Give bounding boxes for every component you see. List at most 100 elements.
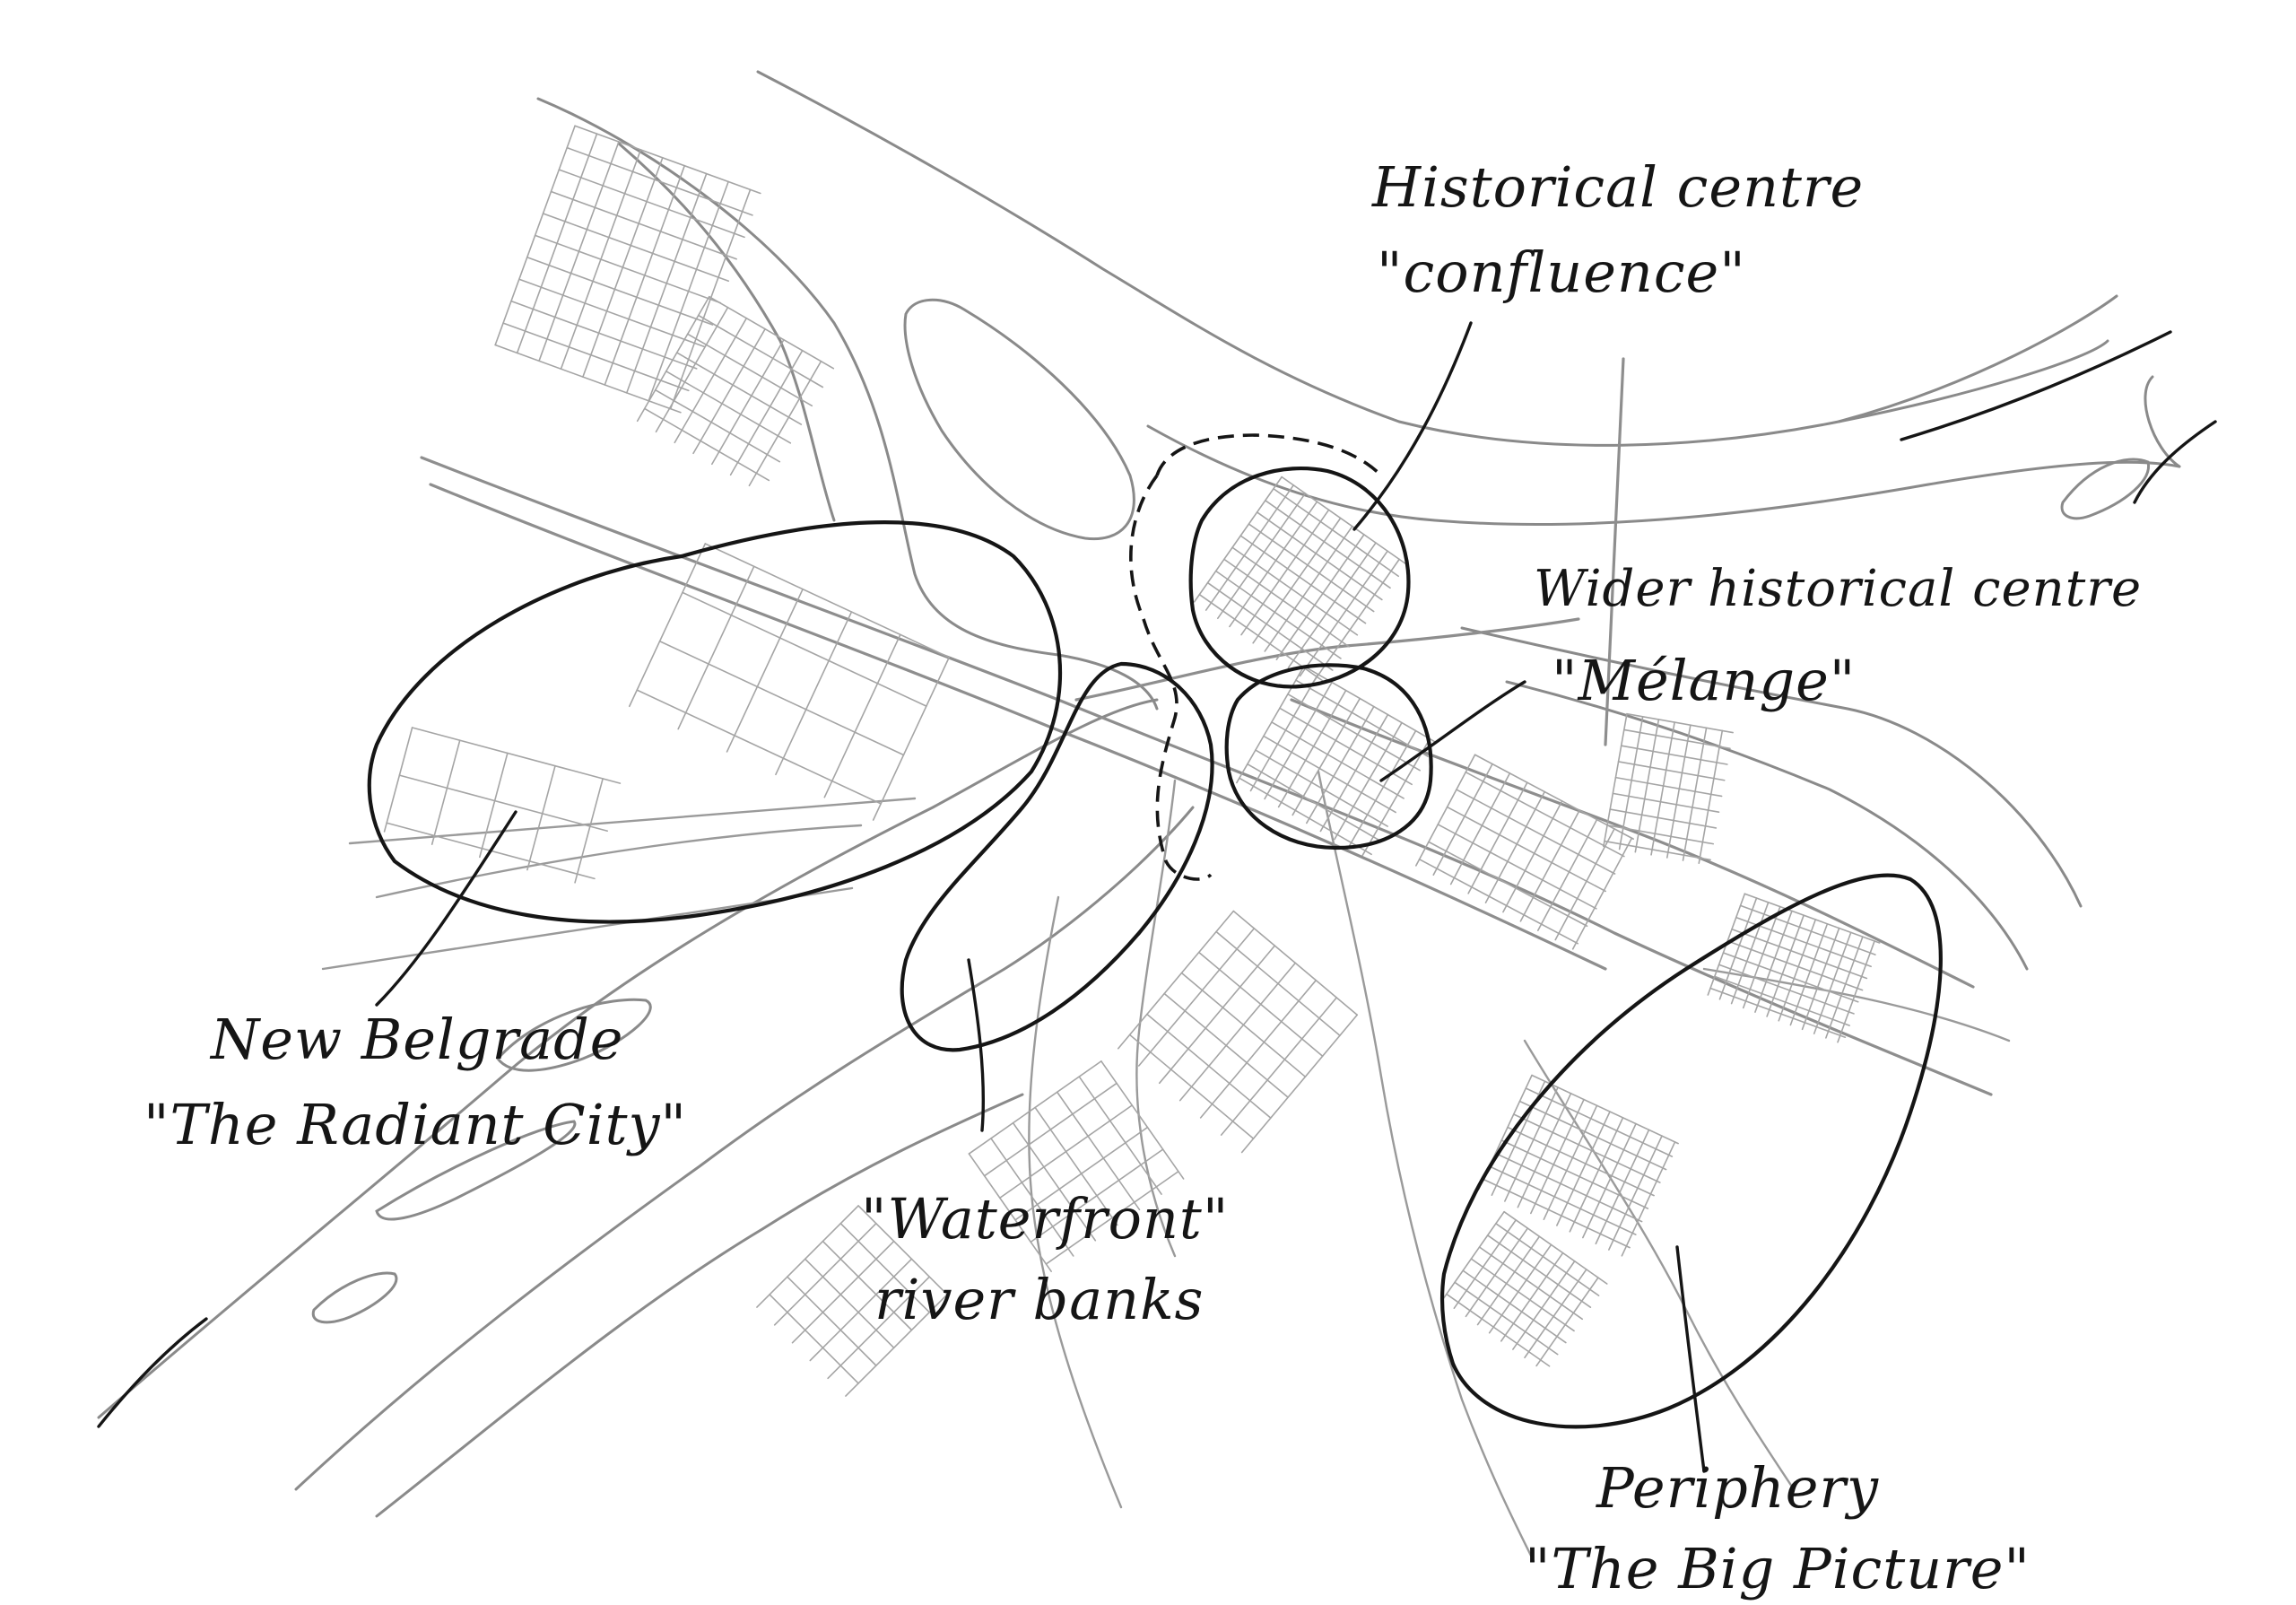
road-north-south <box>1604 357 1625 746</box>
periphery-grid-3-street <box>1535 1277 1599 1367</box>
south-grid-street <box>1117 910 1235 1050</box>
leader-new-belgrade <box>375 810 517 1007</box>
labels: Historical centre "confluence" Wider his… <box>144 154 2141 1601</box>
zemun-grid-street <box>574 125 761 195</box>
south-grid-street <box>1128 1034 1255 1139</box>
rivers <box>97 70 2181 1518</box>
south-grid-2-street <box>1100 1060 1185 1180</box>
label-waterfront-line1: "Waterfront" <box>861 1186 1229 1252</box>
road-west-2 <box>375 824 863 899</box>
periphery-grid-3-street <box>1462 1269 1567 1344</box>
zemun-grid-2-street <box>686 333 813 407</box>
label-historical-line1: Historical centre <box>1371 154 1864 220</box>
south-grid-2-street <box>1034 1106 1118 1226</box>
zemun-grid-2-street <box>711 338 785 466</box>
south-grid-street <box>1137 928 1256 1067</box>
south-grid-street <box>1215 930 1341 1037</box>
periphery-grid-3-street <box>1495 1223 1600 1296</box>
danube-upper-bank <box>756 70 2109 447</box>
road-south-2 <box>1317 770 1535 1563</box>
east-grid-2-street <box>1698 729 1724 864</box>
east-grid-street <box>1446 806 1606 893</box>
leader-lines <box>97 321 2217 1473</box>
east-grid-street <box>1467 781 1528 894</box>
east-grid-2-street <box>1682 727 1708 861</box>
south-grid-3-street <box>773 1222 877 1326</box>
south-grid-2-street <box>990 1138 1074 1257</box>
zone-confluence-dashed <box>1129 433 1383 881</box>
ada-small-2 <box>311 1271 398 1324</box>
zemun-grid-2-street <box>654 388 781 463</box>
periphery-grid-1-street <box>1813 931 1852 1034</box>
periphery-grid-3-street <box>1454 1281 1559 1356</box>
periphery-grid-3-street <box>1470 1258 1575 1332</box>
periphery-grid-1-street <box>1801 927 1840 1031</box>
south-grid-2-street <box>1012 1121 1097 1242</box>
new-belgrade-blocks-street <box>823 633 901 798</box>
sava-south-bank <box>294 806 1195 1491</box>
zemun-grid-2-street <box>665 371 792 444</box>
periphery-grid-1-street <box>1722 952 1859 1003</box>
east-grid-street <box>1554 828 1615 941</box>
south-grid-3-street <box>857 1205 948 1295</box>
zone-periphery <box>1439 873 1943 1429</box>
zemun-grid-street <box>502 322 690 392</box>
centre-grid-street <box>1223 558 1350 648</box>
wider-centre-grid-street <box>1287 693 1421 772</box>
periphery-grid-2-street <box>1530 1098 1585 1215</box>
zemun-grid-2-street <box>636 295 710 423</box>
road-periphery-east <box>1702 967 2011 1042</box>
east-grid-2-street <box>1623 728 1731 750</box>
periphery-grid-3-street <box>1478 1246 1584 1321</box>
road-west-1 <box>348 797 917 845</box>
wider-centre-grid-street <box>1334 721 1403 841</box>
zemun-grid-street <box>566 146 753 216</box>
wider-centre-grid-street <box>1295 679 1429 757</box>
wider-centre-grid-street <box>1255 749 1388 827</box>
periphery-grid-1-street <box>1766 914 1805 1017</box>
new-belgrade-blocks-street <box>628 543 707 708</box>
east-grid-street <box>1449 772 1511 885</box>
label-new-belgrade-line2: "The Radiant City" <box>144 1092 687 1157</box>
east-grid-2-street <box>1603 712 1628 848</box>
periphery-grid-1-street <box>1739 904 1876 955</box>
periphery-grid-2-street <box>1512 1113 1661 1183</box>
periphery-grid-2-street <box>1504 1086 1559 1202</box>
east-grid-2-street <box>1612 792 1720 813</box>
periphery-grid-1-street <box>1837 940 1875 1043</box>
road-south-3 <box>1028 895 1123 1509</box>
periphery-grid-2-street <box>1569 1117 1624 1233</box>
periphery-grid-3-street <box>1453 1219 1517 1309</box>
east-grid-street <box>1432 763 1493 876</box>
east-grid-street <box>1465 771 1625 858</box>
new-belgrade-west-street <box>430 739 461 845</box>
centre-grid-street <box>1240 509 1330 636</box>
zemun-grid-street <box>534 234 722 304</box>
zemun-grid-2-street <box>748 360 822 487</box>
south-grid-3-street <box>822 1240 913 1331</box>
zemun-grid-2-street <box>697 314 824 388</box>
periphery-grid-2-street <box>1483 1178 1631 1249</box>
centre-grid-street <box>1256 511 1383 601</box>
east-grid-street <box>1415 754 1476 867</box>
road-diagonal-a <box>420 456 1993 1096</box>
wider-centre-grid-street <box>1306 705 1375 824</box>
new-belgrade-blocks-street <box>726 588 804 753</box>
centre-grid-street <box>1264 525 1353 652</box>
east-grid-street <box>1428 841 1588 928</box>
east-grid-street <box>1519 809 1580 922</box>
centre-grid-street <box>1252 517 1342 644</box>
label-wider-line2: "Mélange" <box>1552 648 1856 713</box>
south-grid-3-street <box>804 1258 895 1349</box>
east-grid-street <box>1571 837 1633 950</box>
wider-centre-grid-street <box>1303 665 1437 744</box>
periphery-grid-3-street <box>1486 1234 1592 1309</box>
east-grid-2-street <box>1634 719 1660 853</box>
periphery-grid-3-street <box>1524 1269 1587 1359</box>
centre-grid-street <box>1248 523 1375 613</box>
centre-grid-street <box>1206 581 1334 671</box>
east-grid-2-street <box>1609 808 1718 829</box>
periphery-grid-2-street <box>1582 1122 1637 1239</box>
danube-east-tail <box>1837 294 2181 468</box>
